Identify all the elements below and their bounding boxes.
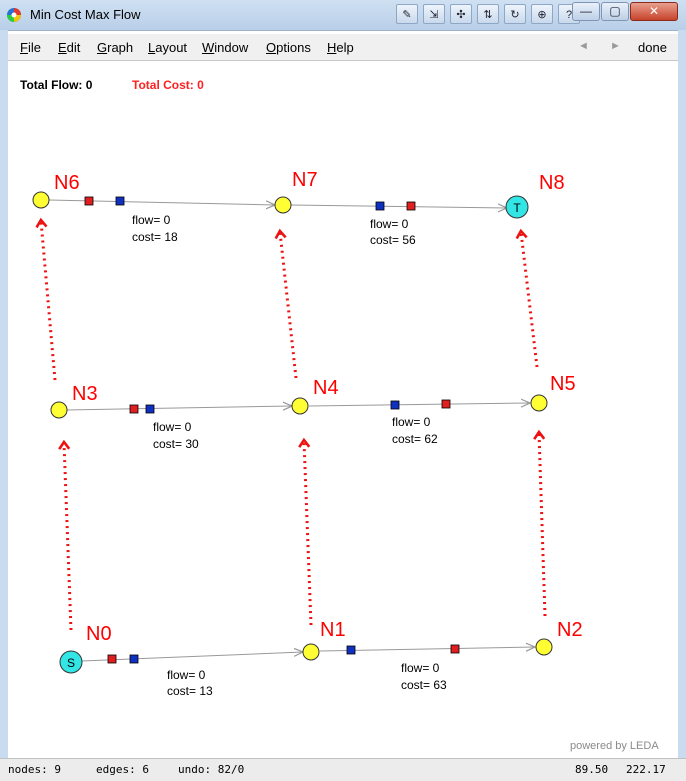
node-label-n3: N3 [72, 383, 98, 405]
edge-count: edges: 6 [96, 763, 149, 776]
window-title: Min Cost Max Flow [30, 7, 141, 22]
edge-cost-label: cost= 18 [132, 230, 178, 244]
node-label-n8: N8 [539, 172, 565, 194]
bottom-status-bar: nodes: 9 edges: 6 undo: 82/0 89.50 222.1… [0, 758, 686, 781]
edit-tool-icon[interactable]: ✎ [396, 4, 418, 24]
node-n2[interactable] [535, 638, 553, 656]
back-arrow-icon[interactable]: ◄ [578, 40, 589, 52]
edge-flow-label: flow= 0 [392, 415, 431, 429]
node-label-n0: N0 [86, 623, 112, 645]
edge-handle[interactable] [84, 196, 94, 206]
dotted-arrow-n3-n6[interactable] [35, 217, 57, 381]
edge-handle[interactable] [441, 399, 451, 409]
split-tool-icon[interactable]: ⇅ [477, 4, 499, 24]
done-button[interactable]: done [638, 40, 667, 55]
node-label-n6: N6 [54, 172, 80, 194]
node-n0-inner-label: S [67, 656, 75, 670]
node-n8-inner-label: T [513, 201, 521, 215]
edge-handle[interactable] [129, 404, 139, 414]
edge-handle[interactable] [375, 201, 385, 211]
edge-cost-label: cost= 13 [167, 684, 213, 698]
cursor-y-coordinate: 222.17 [626, 763, 666, 776]
powered-by-label: powered by LEDA [570, 740, 659, 752]
node-label-n1: N1 [320, 619, 346, 641]
dotted-arrow-n4-n7[interactable] [274, 228, 298, 379]
edge-handle[interactable] [406, 201, 416, 211]
undo-count: undo: 82/0 [178, 763, 245, 776]
total-cost-label: Total Cost: 0 [132, 78, 204, 92]
node-label-n2: N2 [557, 619, 583, 641]
node-n7[interactable] [274, 196, 292, 214]
edge-n1-n2[interactable] [319, 647, 535, 651]
app-logo-icon [7, 8, 21, 22]
forward-arrow-icon[interactable]: ► [610, 40, 621, 52]
edge-n6-n7[interactable] [48, 199, 275, 205]
edge-handle[interactable] [129, 654, 139, 664]
dotted-arrow-n1-n4[interactable] [298, 437, 313, 626]
node-n3[interactable] [50, 401, 68, 419]
maximize-button[interactable]: ▢ [601, 2, 629, 21]
edge-flow-label: flow= 0 [132, 213, 171, 227]
edge-handle[interactable] [145, 404, 155, 414]
menu-file[interactable]: File [20, 40, 41, 55]
window-frame-left [0, 30, 8, 758]
node-n8[interactable] [505, 195, 529, 219]
edge-handle[interactable] [390, 400, 400, 410]
edge-handle[interactable] [107, 654, 117, 664]
dotted-arrow-n5-n8[interactable] [515, 228, 539, 368]
move-tool-icon[interactable]: ⇲ [423, 4, 445, 24]
node-label-n7: N7 [292, 169, 318, 191]
node-count: nodes: 9 [8, 763, 61, 776]
edge-n4-n5[interactable] [308, 403, 530, 406]
node-n1[interactable] [302, 643, 320, 661]
title-bar: Min Cost Max Flow ✎ ⇲ ✣ ⇅ ↻ ⊕ ? — ▢ ✕ [0, 0, 686, 31]
edge-n0-n1[interactable] [81, 652, 303, 662]
edge-cost-label: cost= 63 [401, 678, 447, 692]
node-label-n4: N4 [313, 377, 339, 399]
node-n5[interactable] [530, 394, 548, 412]
edge-n7-n8[interactable] [290, 205, 507, 208]
node-n6[interactable] [32, 191, 50, 209]
edge-flow-label: flow= 0 [153, 420, 192, 434]
node-n4[interactable] [291, 397, 309, 415]
graph-tool-icon[interactable]: ⊕ [531, 4, 553, 24]
menu-graph[interactable]: Graph [97, 40, 134, 55]
edge-cost-label: cost= 62 [392, 432, 438, 446]
window-frame-right [678, 30, 686, 758]
rotate-tool-icon[interactable]: ↻ [504, 4, 526, 24]
edge-flow-label: flow= 0 [370, 217, 409, 231]
close-button[interactable]: ✕ [630, 2, 678, 21]
edge-n3-n4[interactable] [66, 406, 292, 410]
menu-layout[interactable]: Layout [148, 40, 188, 55]
minimize-button[interactable]: — [572, 2, 600, 21]
edge-handle[interactable] [346, 645, 356, 655]
edge-cost-label: cost= 56 [370, 233, 416, 247]
menu-bar: File Edit Graph Layout Window Options He… [8, 34, 678, 61]
menu-window[interactable]: Window [202, 40, 249, 55]
dotted-arrow-n0-n3[interactable] [58, 439, 73, 631]
cursor-x-coordinate: 89.50 [575, 763, 609, 776]
dotted-arrow-n2-n5[interactable] [533, 429, 547, 617]
scatter-tool-icon[interactable]: ✣ [450, 4, 472, 24]
menu-edit[interactable]: Edit [58, 40, 81, 55]
node-n0[interactable] [59, 650, 83, 674]
node-label-n5: N5 [550, 373, 576, 395]
edge-flow-label: flow= 0 [167, 668, 206, 682]
edge-handle[interactable] [450, 644, 460, 654]
menu-help[interactable]: Help [327, 40, 354, 55]
menu-options[interactable]: Options [266, 40, 311, 55]
edge-flow-label: flow= 0 [401, 661, 440, 675]
edge-cost-label: cost= 30 [153, 437, 199, 451]
edge-handle[interactable] [115, 196, 125, 206]
total-flow-label: Total Flow: 0 [20, 78, 93, 92]
